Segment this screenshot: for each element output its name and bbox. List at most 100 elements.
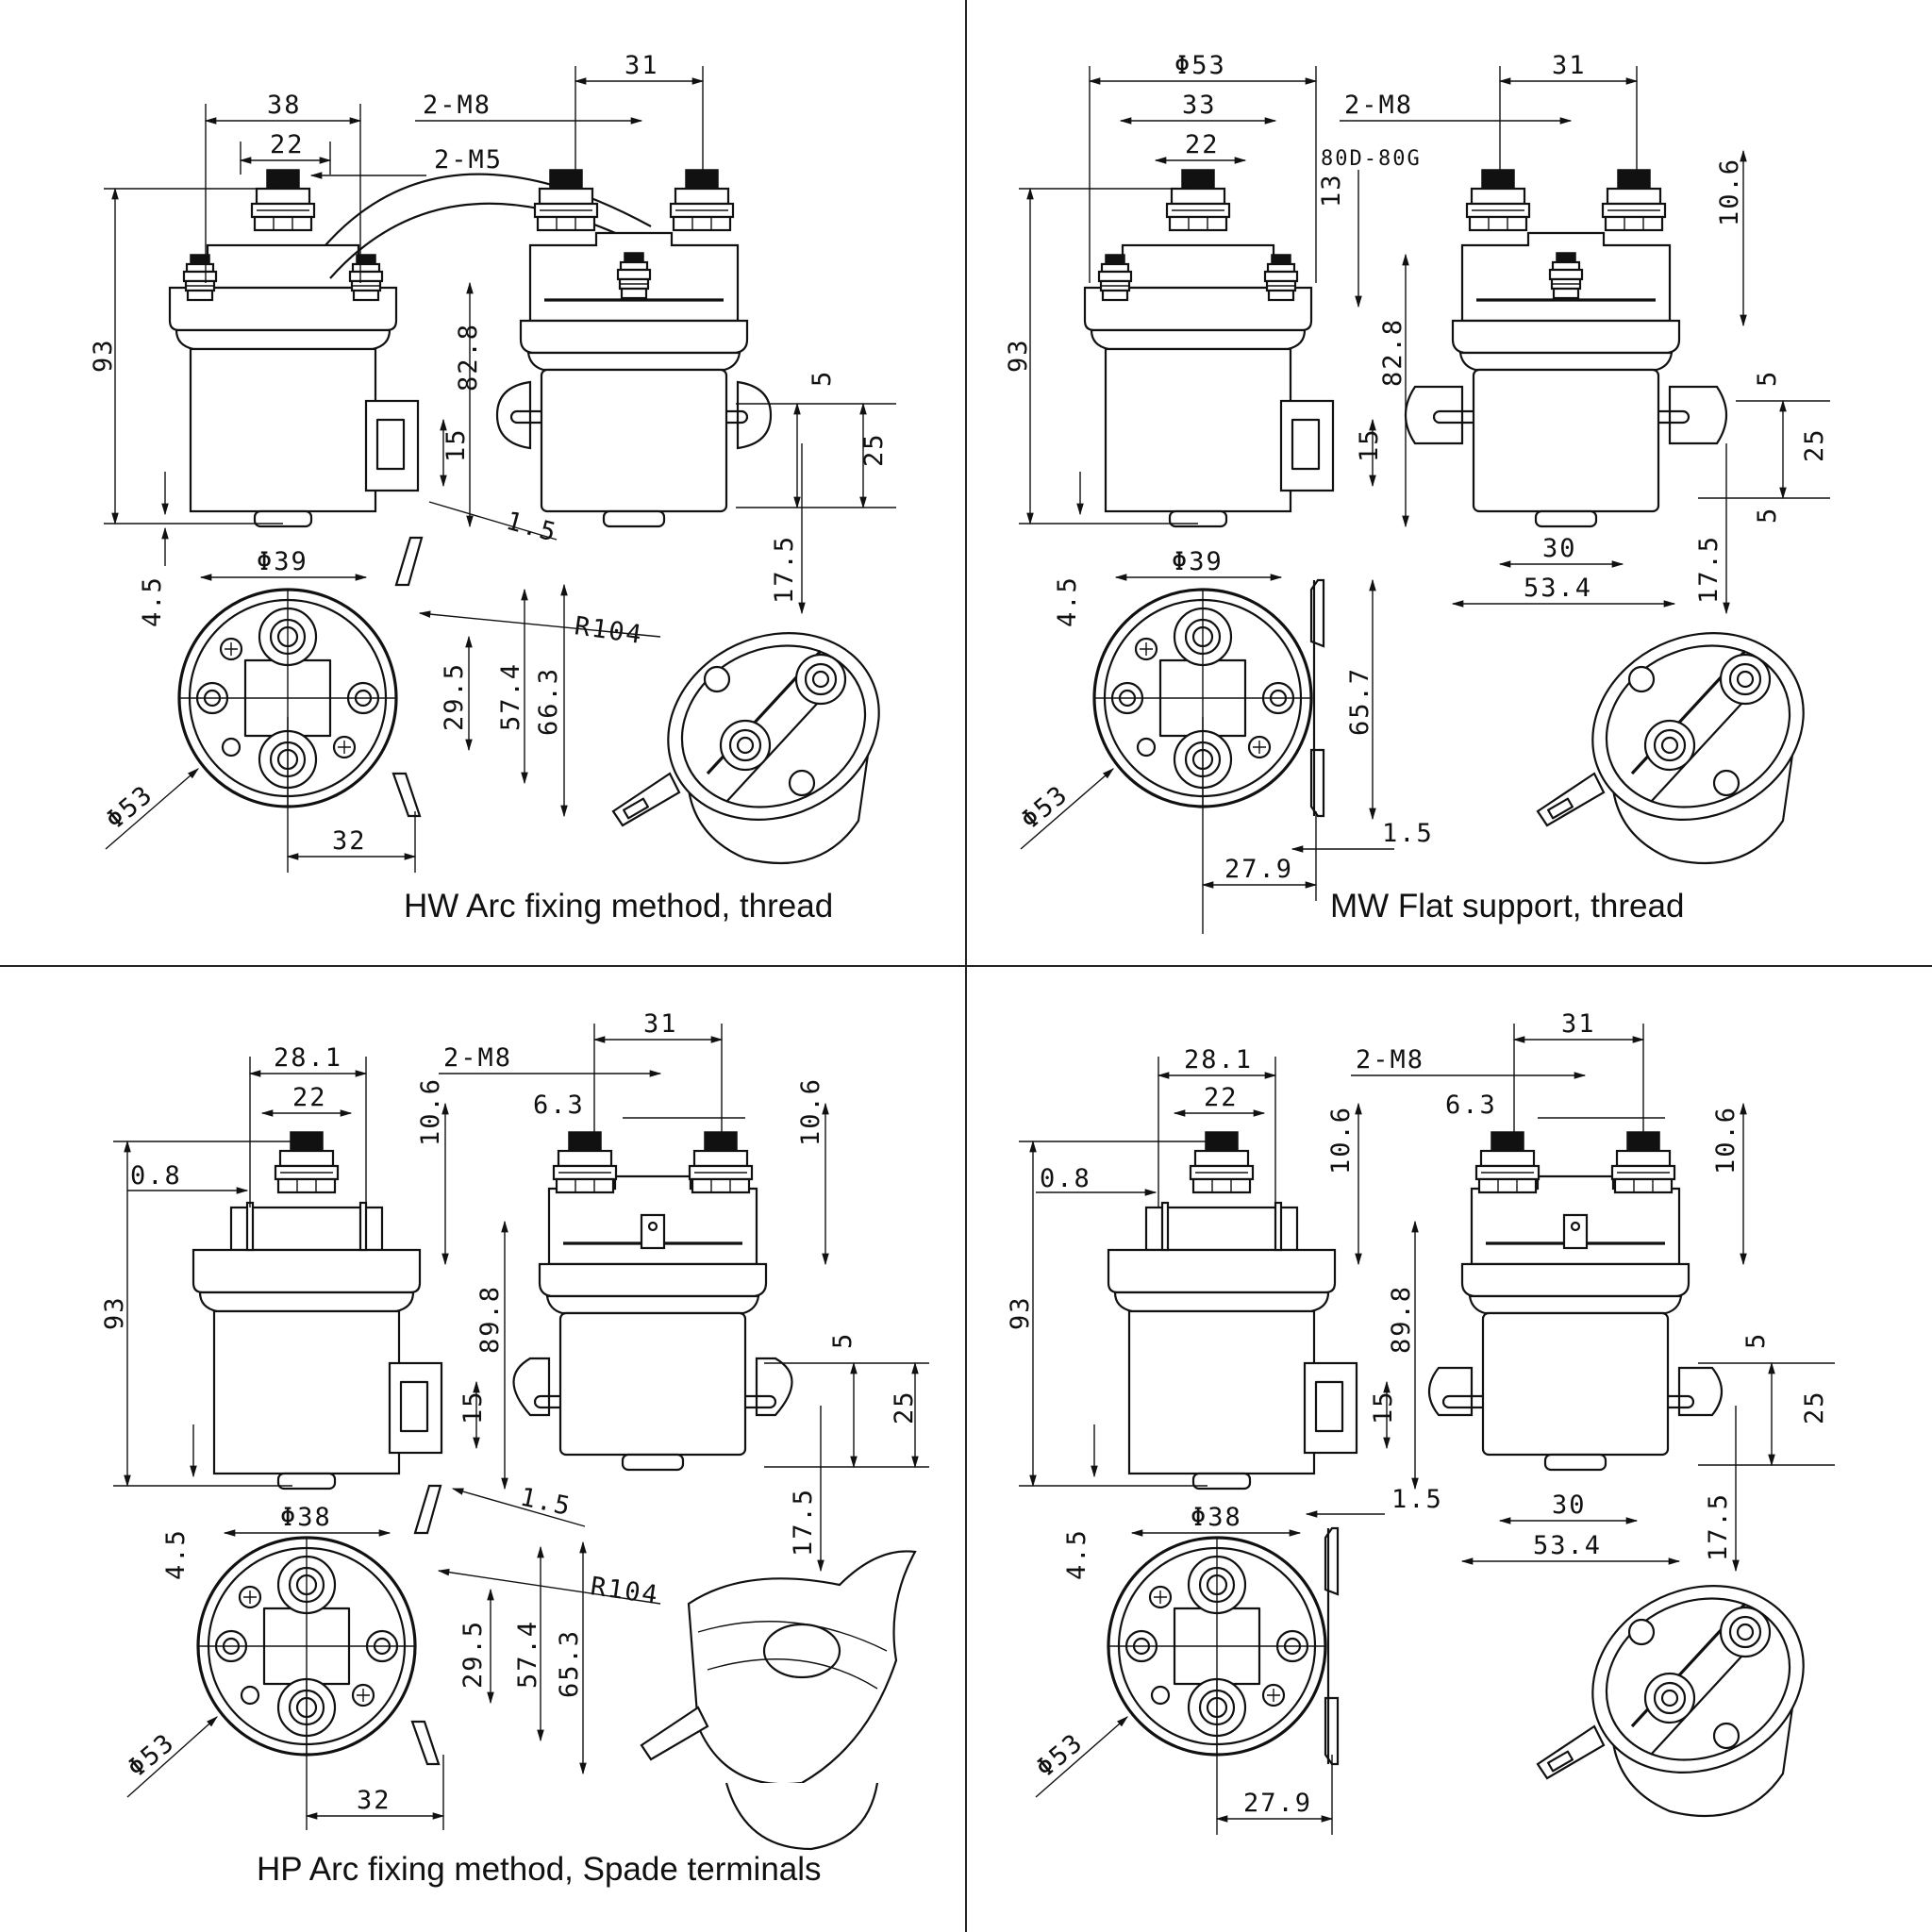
- hp-dim-15: 15: [458, 1390, 488, 1424]
- mw-dim-33: 33: [1182, 91, 1217, 120]
- mw-dim-27-9: 27.9: [1224, 855, 1293, 884]
- hp-iso-view: [640, 1550, 917, 1851]
- mw-dim-53-4: 53.4: [1524, 574, 1592, 603]
- hw-dim-2-m8: 2-M8: [423, 91, 491, 120]
- hp-dim-10-6-b: 10.6: [796, 1077, 825, 1146]
- mw-iso-view: [1536, 597, 1836, 865]
- mw-dim-4-5: 4.5: [1053, 575, 1082, 627]
- hp-dim-phi38: Φ38: [280, 1503, 332, 1532]
- hw-dim-2-m5: 2-M5: [434, 145, 503, 175]
- mp-dim-phi53: Φ53: [1031, 1727, 1090, 1783]
- hw-dim-phi53: Φ53: [101, 779, 159, 835]
- mp-dim-10-6-a: 10.6: [1326, 1106, 1356, 1174]
- hw-dim-57-4: 57.4: [496, 662, 525, 731]
- mp-dim-93: 93: [1006, 1295, 1035, 1330]
- mw-dim-phi53: Φ53: [1016, 779, 1074, 835]
- hw-arc-wire: [325, 173, 652, 246]
- mw-dim-5-b: 5: [1753, 507, 1782, 524]
- mw-top-view: [1092, 578, 1325, 818]
- panel-mp: 28.1 22 2-M8 31 6.3 10.6 10.6 0.8 93 89.…: [1006, 1009, 1836, 1835]
- mw-dim-30: 30: [1542, 534, 1577, 563]
- mw-dim-65-7: 65.7: [1345, 667, 1374, 736]
- hw-dim-1-5: 1.5: [503, 507, 560, 548]
- hp-dim-17-5: 17.5: [789, 1488, 818, 1557]
- hp-dim-6-3: 6.3: [533, 1091, 585, 1120]
- hw-side-view: [495, 168, 773, 528]
- mp-dim-0-8: 0.8: [1040, 1164, 1091, 1193]
- mp-dim-2-m8: 2-M8: [1356, 1045, 1424, 1074]
- mw-dim-13: 13: [1317, 173, 1346, 208]
- mw-dim-22: 22: [1185, 130, 1220, 159]
- mw-dim-82-8: 82.8: [1378, 318, 1407, 387]
- hp-dim-0-8: 0.8: [130, 1161, 182, 1191]
- hw-dim-4-5: 4.5: [138, 575, 167, 627]
- hw-dim-r104: R104: [573, 611, 645, 650]
- hw-dim-38: 38: [267, 91, 302, 120]
- panel-hw: 38 22 2-M8 2-M5 31 93 82.8 15 1.5 25 5: [89, 51, 911, 924]
- hp-dim-65-3: 65.3: [555, 1629, 584, 1698]
- hw-dim-phi39: Φ39: [257, 547, 308, 576]
- hw-dim-32: 32: [332, 826, 367, 856]
- hp-dim-r104: R104: [589, 1572, 661, 1610]
- mp-dim-5: 5: [1741, 1332, 1771, 1349]
- mw-dim-phi39: Φ39: [1172, 547, 1224, 576]
- mw-dim-2-m8: 2-M8: [1344, 91, 1413, 120]
- hw-top-view: [177, 536, 424, 818]
- hw-dim-31: 31: [625, 51, 659, 80]
- hp-dim-89-8: 89.8: [475, 1285, 505, 1354]
- mp-iso-view: [1536, 1550, 1836, 1818]
- mp-dim-22: 22: [1204, 1083, 1239, 1112]
- hp-dim-29-5: 29.5: [458, 1620, 488, 1689]
- hw-dim-82-8: 82.8: [454, 323, 483, 391]
- hp-dim-4-5: 4.5: [161, 1528, 191, 1580]
- hp-dim-28-1: 28.1: [274, 1043, 342, 1073]
- hw-dim-17-5: 17.5: [770, 535, 799, 604]
- mw-dim-93: 93: [1004, 338, 1033, 373]
- hw-dim-29-5: 29.5: [440, 662, 469, 731]
- mw-dim-phi53-top: Φ53: [1174, 51, 1226, 80]
- hp-dim-57-4: 57.4: [513, 1620, 542, 1689]
- hp-top-view: [196, 1484, 442, 1766]
- mp-side-view: [1427, 1130, 1724, 1472]
- mp-front-view: [1107, 1130, 1358, 1491]
- hp-dim-2-m8: 2-M8: [443, 1043, 512, 1073]
- mw-dim-15: 15: [1355, 427, 1384, 462]
- panel-mw: Φ53 33 22 2-M8 80D-80G 31 13 10.6 93 82.…: [1004, 51, 1836, 934]
- mw-dim-m5: 80D-80G: [1321, 147, 1422, 171]
- hw-dim-22: 22: [270, 130, 305, 159]
- hw-caption: HW Arc fixing method, thread: [404, 888, 833, 924]
- mp-dim-25: 25: [1800, 1390, 1829, 1424]
- mw-dim-1-5: 1.5: [1382, 819, 1434, 848]
- mp-top-view: [1107, 1526, 1340, 1766]
- hw-iso-view: [611, 597, 911, 865]
- mp-dim-10-6-b: 10.6: [1711, 1106, 1740, 1174]
- hw-front-view: [168, 168, 420, 528]
- hp-dim-10-6-a: 10.6: [416, 1077, 445, 1146]
- hp-dim-1-5: 1.5: [518, 1483, 575, 1523]
- mw-dim-17-5: 17.5: [1694, 535, 1724, 604]
- hw-dim-15: 15: [441, 427, 471, 462]
- hp-caption: HP Arc fixing method, Spade terminals: [257, 1851, 822, 1888]
- hw-dim-93: 93: [89, 338, 118, 373]
- hw-dim-5: 5: [808, 370, 837, 387]
- mw-front-view: [1083, 168, 1335, 528]
- mp-dim-phi38: Φ38: [1191, 1503, 1242, 1532]
- hp-dim-31: 31: [643, 1009, 678, 1039]
- mw-dim-25: 25: [1800, 427, 1829, 462]
- mp-dim-6-3: 6.3: [1445, 1091, 1497, 1120]
- mw-dim-31: 31: [1552, 51, 1587, 80]
- mw-dim-10-6: 10.6: [1715, 158, 1744, 226]
- mp-dim-30: 30: [1552, 1491, 1587, 1520]
- hp-dim-5: 5: [828, 1332, 858, 1349]
- mp-dim-17-5: 17.5: [1704, 1492, 1733, 1561]
- mp-dim-27-9: 27.9: [1243, 1789, 1312, 1818]
- mw-caption: MW Flat support, thread: [1330, 888, 1684, 924]
- mp-dim-1-5: 1.5: [1391, 1485, 1443, 1514]
- mp-dim-89-8: 89.8: [1387, 1285, 1416, 1354]
- mw-side-view: [1405, 168, 1727, 528]
- mp-dim-31: 31: [1561, 1009, 1596, 1039]
- hp-dim-22: 22: [292, 1083, 327, 1112]
- hp-dim-93: 93: [100, 1295, 129, 1330]
- mp-dim-15: 15: [1369, 1390, 1398, 1424]
